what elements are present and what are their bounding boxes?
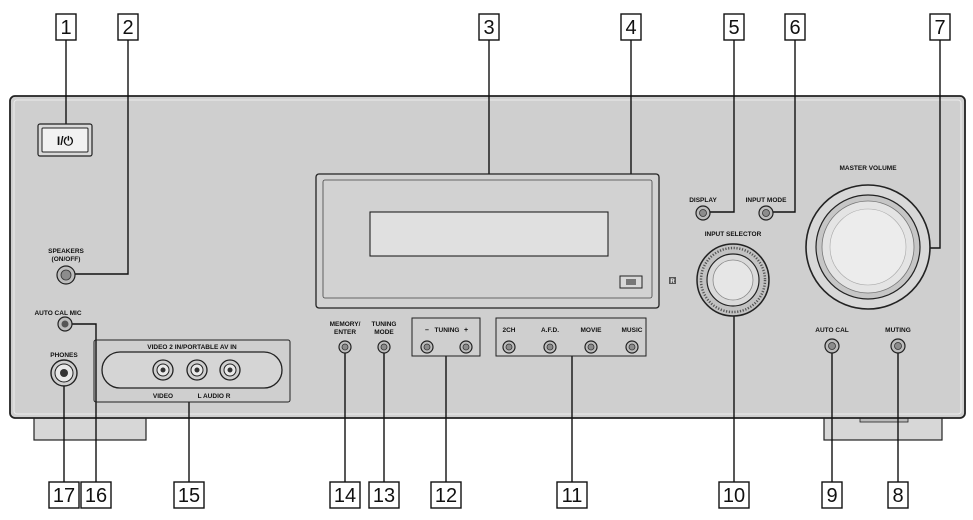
av-audio-right-jack[interactable] — [219, 359, 241, 381]
callout-8: 8 — [887, 481, 909, 509]
callout-16: 16 — [80, 481, 112, 509]
display-inner-frame — [322, 179, 653, 299]
av-video-label: VIDEO — [153, 393, 173, 400]
mode-movie-button-cap — [587, 343, 595, 351]
callout-3-number: 3 — [483, 17, 494, 39]
remote-sensor-window — [626, 279, 636, 285]
display-button-cap — [699, 209, 707, 217]
speakers-button-cap — [60, 269, 72, 281]
callout-14-number: 14 — [334, 485, 356, 507]
input-mode-button-cap — [762, 209, 770, 217]
callout-9: 9 — [821, 481, 843, 509]
speakers-label-sub: (ON/OFF) — [52, 256, 81, 263]
phones-jack-hole — [60, 369, 68, 377]
callout-9-number: 9 — [826, 485, 837, 507]
av-in-title: VIDEO 2 IN/PORTABLE AV IN — [147, 344, 237, 351]
tuning-mode-button-cap — [380, 343, 388, 351]
callout-8-number: 8 — [892, 485, 903, 507]
memory-enter-button-cap — [341, 343, 349, 351]
callout-12-number: 12 — [435, 485, 457, 507]
callout-17: 17 — [48, 481, 80, 509]
master-volume-label: MASTER VOLUME — [839, 165, 897, 172]
tuning-group-frame — [411, 317, 481, 357]
callout-5: 5 — [723, 13, 745, 41]
callout-1-number: 1 — [60, 17, 71, 39]
mode-2ch-label: 2CH — [502, 327, 515, 334]
chassis-highlight — [13, 99, 962, 415]
tuning-minus-button-cap — [423, 343, 431, 351]
av-audio-label: L AUDIO R — [198, 393, 231, 400]
callout-6: 6 — [784, 13, 806, 41]
callout-4-number: 4 — [625, 17, 636, 39]
input-selector-knob[interactable] — [696, 243, 770, 317]
input-mode-label: INPUT MODE — [746, 197, 787, 204]
tuning-mode-label: TUNING — [372, 321, 397, 328]
callout-15: 15 — [173, 481, 205, 509]
callout-16-number: 16 — [85, 485, 107, 507]
callout-4: 4 — [620, 13, 642, 41]
tuning-mode-label-sub: MODE — [374, 329, 394, 336]
tuning-plus-button-cap — [462, 343, 470, 351]
callout-12: 12 — [430, 481, 462, 509]
phones-label: PHONES — [50, 352, 78, 359]
callout-6-number: 6 — [789, 17, 800, 39]
callout-17-number: 17 — [53, 485, 75, 507]
callout-1: 1 — [55, 13, 77, 41]
leader-6 — [770, 40, 796, 213]
mode-music-label: MUSIC — [622, 327, 643, 334]
muting-button-cap — [894, 342, 902, 350]
tuning-minus-label: – — [425, 327, 429, 334]
power-symbol: I/⏻ — [57, 134, 74, 148]
sensor-mark: R — [670, 279, 675, 285]
display-button-label: DISPLAY — [689, 197, 717, 204]
mode-afd-button-cap — [546, 343, 554, 351]
mode-2ch-button-cap — [505, 343, 513, 351]
callout-7: 7 — [929, 13, 951, 41]
left-foot — [33, 415, 147, 441]
leader-lines — [63, 40, 941, 482]
auto-cal-mic-jack-hole — [61, 320, 69, 328]
power-button[interactable] — [41, 127, 89, 153]
callout-15-number: 15 — [178, 485, 200, 507]
leader-5 — [709, 40, 735, 213]
av-video-jack[interactable] — [152, 359, 174, 381]
memory-label-sub: ENTER — [334, 329, 356, 336]
master-volume-knob[interactable] — [805, 184, 931, 310]
speakers-label: SPEAKERS — [48, 248, 84, 255]
auto-cal-button-cap — [828, 342, 836, 350]
callout-14: 14 — [329, 481, 361, 509]
mode-afd-label: A.F.D. — [541, 327, 559, 334]
display-window — [369, 211, 609, 257]
callout-2: 2 — [117, 13, 139, 41]
tuning-label: TUNING — [435, 327, 460, 334]
memory-label: MEMORY/ — [330, 321, 361, 328]
tuning-plus-label: + — [464, 327, 468, 334]
callout-5-number: 5 — [728, 17, 739, 39]
input-selector-label: INPUT SELECTOR — [705, 231, 762, 238]
sound-mode-group-frame — [495, 317, 647, 357]
callout-7-number: 7 — [934, 17, 945, 39]
callout-2-number: 2 — [122, 17, 133, 39]
auto-cal-label: AUTO CAL — [815, 327, 848, 334]
sensor-mark-box — [669, 277, 676, 284]
av-in-frame — [93, 339, 291, 403]
leader-2 — [74, 40, 129, 275]
muting-label: MUTING — [885, 327, 911, 334]
auto-cal-mic-label: AUTO CAL MIC — [34, 310, 81, 317]
callout-3: 3 — [478, 13, 500, 41]
callout-10-number: 10 — [723, 485, 745, 507]
callout-11: 11 — [556, 481, 588, 509]
mode-music-button-cap — [628, 343, 636, 351]
av-in-title-bg — [118, 342, 266, 351]
callout-10: 10 — [718, 481, 750, 509]
mode-movie-label: MOVIE — [581, 327, 603, 334]
leader-16 — [72, 323, 97, 482]
callout-11-number: 11 — [562, 485, 583, 507]
callout-13-number: 13 — [373, 485, 395, 507]
callout-13: 13 — [368, 481, 400, 509]
av-audio-left-jack[interactable] — [186, 359, 208, 381]
